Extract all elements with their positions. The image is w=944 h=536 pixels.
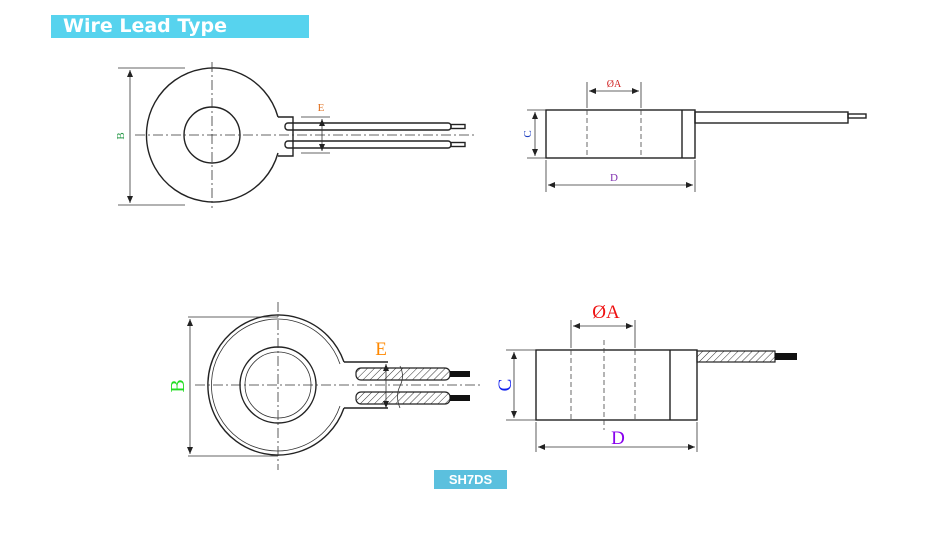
bottom-front-view: B E bbox=[167, 302, 480, 470]
dim-label-d-large: D bbox=[611, 428, 625, 449]
dim-label-c-large: C bbox=[495, 379, 516, 392]
dim-label-e: E bbox=[318, 102, 325, 114]
dim-label-d: D bbox=[610, 172, 618, 184]
dim-label-e-large: E bbox=[375, 339, 387, 360]
dim-label-c: C bbox=[522, 130, 534, 137]
section-title: Wire Lead Type bbox=[51, 15, 309, 38]
top-side-view: ØA C D bbox=[522, 79, 867, 192]
bottom-side-view: ØA C D bbox=[495, 302, 797, 452]
dim-label-b: B bbox=[115, 132, 127, 139]
model-tag: SH7DS bbox=[434, 470, 507, 489]
top-front-view: B E bbox=[115, 62, 476, 208]
dim-label-a: ØA bbox=[607, 79, 622, 90]
dim-label-a-large: ØA bbox=[592, 302, 620, 323]
dim-label-b-large: B bbox=[167, 379, 189, 392]
